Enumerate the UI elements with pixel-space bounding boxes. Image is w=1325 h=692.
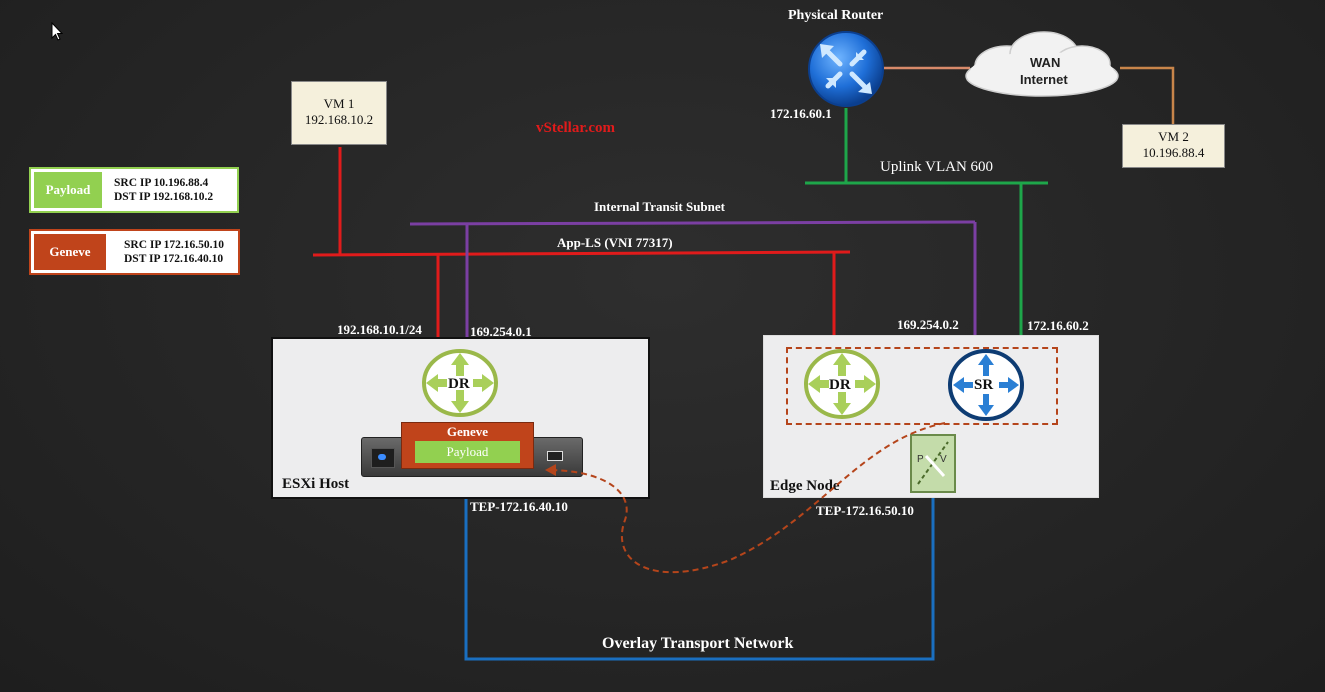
edge-tep-icon-v: V bbox=[940, 454, 947, 465]
wan-line2: Internet bbox=[1020, 72, 1068, 87]
edge-sr-icon[interactable] bbox=[947, 349, 1025, 421]
router-icon[interactable] bbox=[806, 30, 886, 110]
watermark-text: vStellar.com bbox=[536, 120, 616, 136]
vm1-ip: 192.168.10.2 bbox=[304, 112, 374, 127]
overlay-label: Overlay Transport Network bbox=[602, 635, 794, 652]
transit-segment bbox=[409, 220, 976, 226]
router-title: Physical Router bbox=[788, 8, 884, 23]
server-drive-slot bbox=[547, 451, 563, 461]
esxi-transit-ip: 169.254.0.1 bbox=[470, 324, 532, 339]
esxi-dr-icon[interactable] bbox=[421, 349, 499, 417]
payload-packet: Payload bbox=[415, 441, 520, 463]
app-ls-segment bbox=[312, 250, 851, 257]
edge-transit-ip: 169.254.0.2 bbox=[897, 317, 959, 332]
edge-dr-icon[interactable] bbox=[803, 349, 881, 419]
legend-geneve: Geneve SRC IP 172.16.50.10 DST IP 172.16… bbox=[29, 229, 240, 275]
server-led-dot bbox=[378, 454, 386, 460]
mouse-cursor-icon bbox=[51, 22, 64, 41]
legend-geneve-dst: DST IP 172.16.40.10 bbox=[124, 253, 224, 265]
vm1-box[interactable]: VM 1 192.168.10.2 bbox=[291, 81, 387, 145]
geneve-packet: Geneve Payload bbox=[401, 422, 534, 469]
geneve-packet-label: Geneve bbox=[446, 424, 489, 439]
vm1-name: VM 1 bbox=[323, 96, 355, 111]
legend-geneve-src: SRC IP 172.16.50.10 bbox=[124, 239, 224, 251]
esxi-host-title: ESXi Host bbox=[282, 476, 350, 492]
edge-node-title: Edge Node bbox=[770, 478, 840, 494]
esxi-dr-ip: 192.168.10.1/24 bbox=[337, 322, 422, 337]
router-ip: 172.16.60.1 bbox=[770, 106, 832, 121]
wan-vm2-link bbox=[1120, 66, 1175, 125]
legend-payload-src: SRC IP 10.196.88.4 bbox=[114, 177, 209, 189]
legend-payload-dst: DST IP 192.168.10.2 bbox=[114, 191, 214, 203]
edge-uplink-ip: 172.16.60.2 bbox=[1027, 318, 1089, 333]
app-ls-label: App-LS (VNI 77317) bbox=[557, 235, 673, 250]
edge-tep-label: TEP-172.16.50.10 bbox=[816, 503, 914, 518]
wan-line1: WAN bbox=[1030, 55, 1061, 70]
legend-payload: Payload SRC IP 10.196.88.4 DST IP 192.16… bbox=[29, 167, 239, 213]
vm2-name: VM 2 bbox=[1158, 129, 1189, 144]
uplink-label: Uplink VLAN 600 bbox=[880, 159, 994, 175]
transit-label: Internal Transit Subnet bbox=[594, 199, 725, 214]
esxi-tep-label: TEP-172.16.40.10 bbox=[470, 499, 568, 514]
legend-payload-tag: Payload bbox=[34, 172, 102, 208]
tep-slash-icon bbox=[917, 441, 949, 485]
vm2-ip: 10.196.88.4 bbox=[1142, 145, 1205, 160]
edge-tep-icon[interactable]: P V bbox=[910, 434, 956, 493]
vm2-box[interactable]: VM 2 10.196.88.4 bbox=[1122, 124, 1225, 168]
overlay-transport-link bbox=[464, 472, 935, 661]
wan-cloud-icon[interactable] bbox=[962, 30, 1124, 102]
edge-router-group bbox=[786, 347, 1058, 425]
edge-dr-label: DR bbox=[829, 377, 851, 393]
legend-geneve-tag: Geneve bbox=[34, 234, 106, 270]
esxi-dr-label: DR bbox=[448, 376, 470, 392]
edge-sr-label: SR bbox=[974, 377, 994, 393]
edge-tep-icon-p: P bbox=[917, 454, 924, 465]
